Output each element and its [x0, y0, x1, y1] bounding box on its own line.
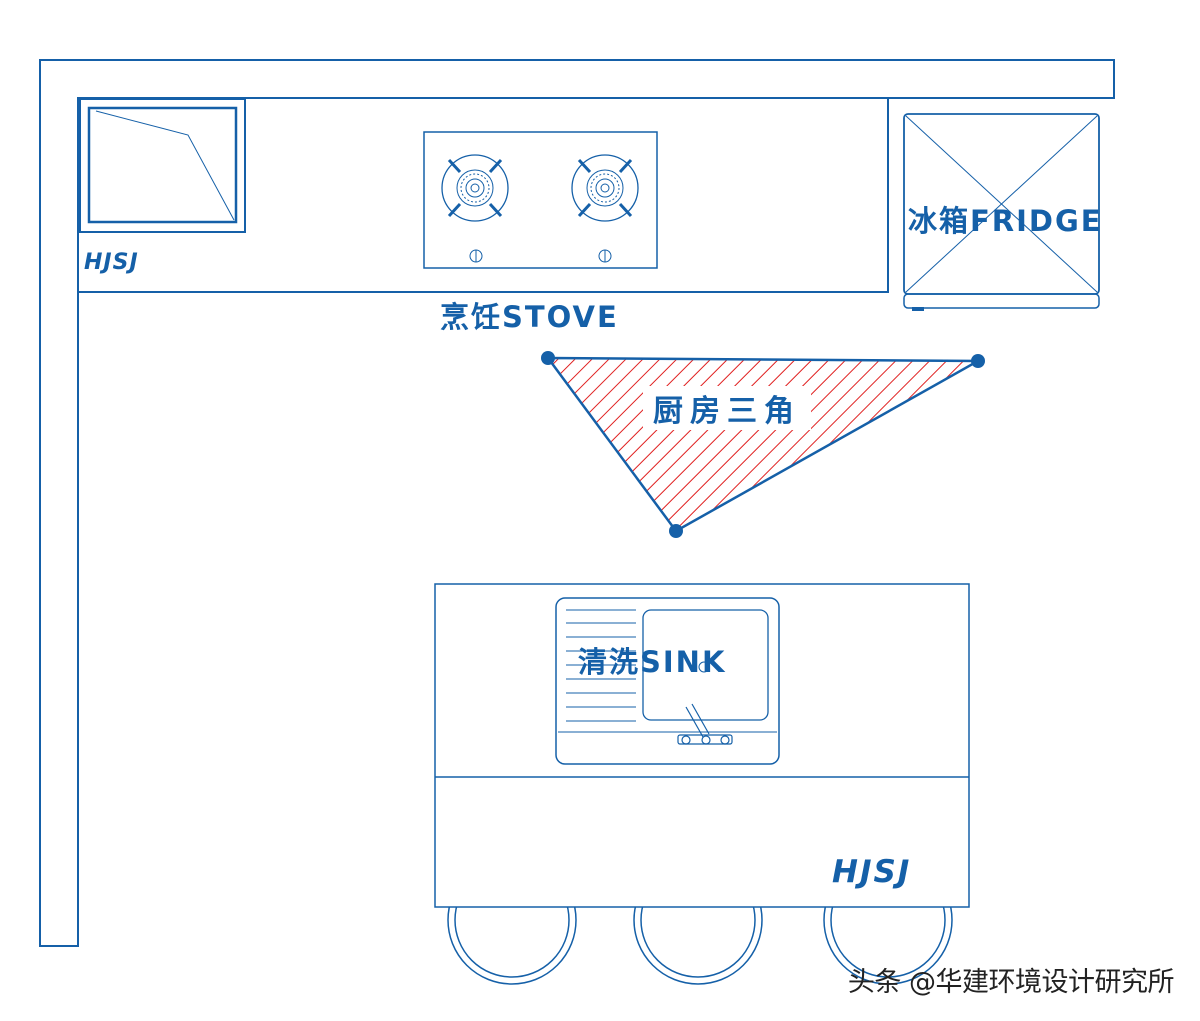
brand-logo-island: HJSJ	[832, 854, 912, 890]
kitchen-work-triangle	[541, 351, 985, 538]
burner-right	[571, 154, 639, 222]
island-counter	[434, 583, 970, 908]
faucet	[677, 703, 733, 745]
triangle-vertex-stove	[541, 351, 555, 365]
brand-logo-top: HJSJ	[84, 250, 139, 275]
triangle-vertex-sink	[669, 524, 683, 538]
work-triangle-label: 厨房三角	[643, 386, 811, 430]
stove-label: 烹饪STOVE	[440, 300, 619, 334]
stove-knobs	[469, 249, 612, 263]
l-shaped-counter	[39, 59, 1115, 947]
sink-label: 清洗SINK	[578, 645, 727, 679]
drainboard-ribs	[566, 609, 636, 722]
fridge-label: 冰箱FRIDGE	[908, 204, 1103, 238]
fridge	[903, 113, 1100, 311]
burner-left	[441, 154, 509, 222]
small-sink-top-left	[79, 98, 246, 233]
source-watermark: 头条 @华建环境设计研究所	[847, 967, 1175, 998]
gas-stove	[423, 131, 658, 269]
triangle-vertex-fridge	[971, 354, 985, 368]
island-sink	[555, 597, 780, 765]
